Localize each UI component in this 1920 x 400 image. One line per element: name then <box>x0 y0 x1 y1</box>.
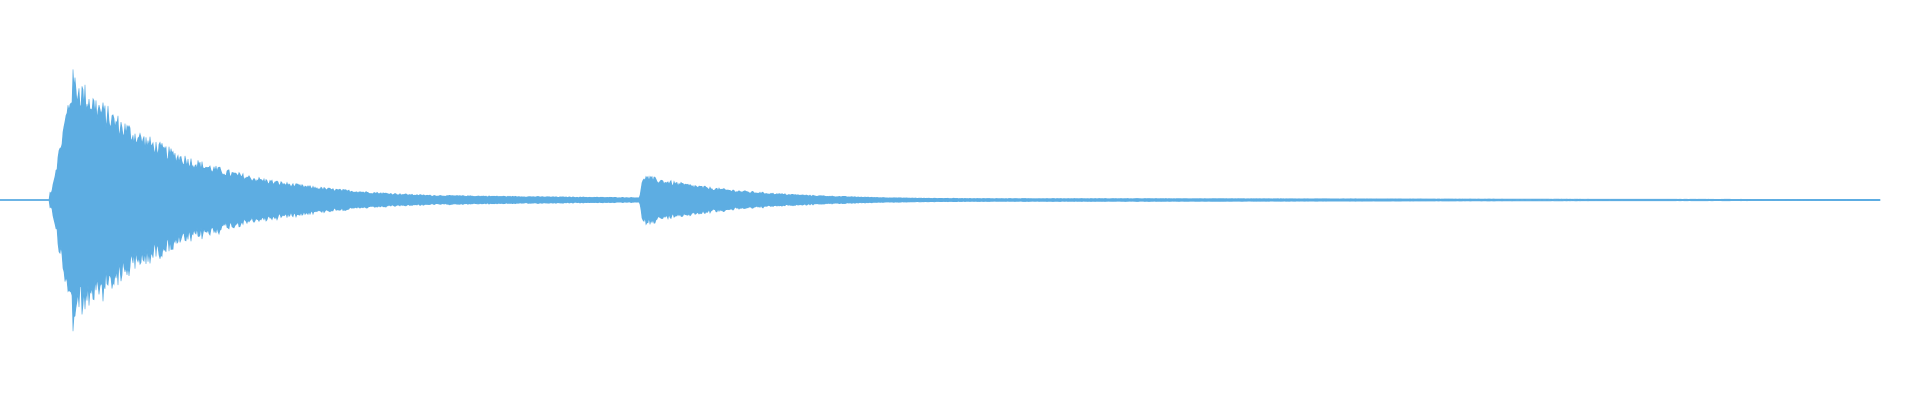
waveform-envelope <box>0 69 1881 332</box>
waveform-trace <box>0 69 1881 332</box>
